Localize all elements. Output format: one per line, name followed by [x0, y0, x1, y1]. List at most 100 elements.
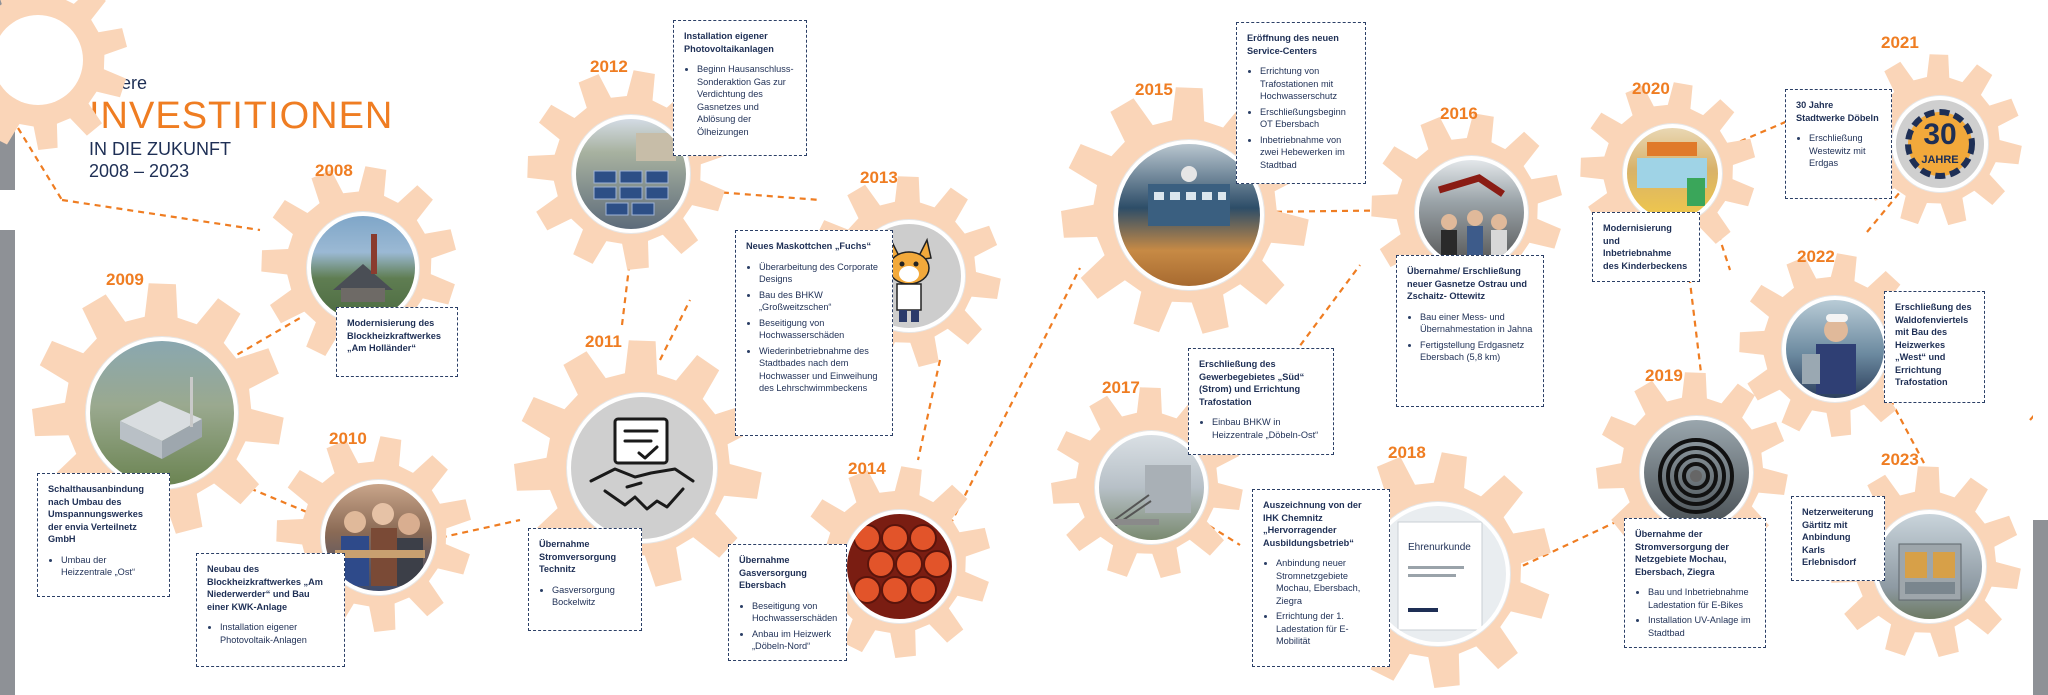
- right-edge-bar: [2033, 0, 2048, 695]
- info-box-bullet: Gasversorgung Bockelwitz: [552, 584, 631, 609]
- info-box-2022: Erschließung des Waldofenviertels mit Ba…: [1884, 291, 1985, 403]
- info-box-2011-heading: Übernahme Stromversorgung Technitz: [539, 539, 617, 574]
- info-box-2011: Übernahme Stromversorgung TechnitzGasver…: [528, 528, 642, 631]
- year-2012: 2012: [590, 57, 628, 76]
- connector-line: [1199, 519, 1241, 546]
- info-box-2017-heading: Erschließung des Gewerbegebietes „Süd“ (…: [1199, 359, 1305, 407]
- year-2010: 2010: [329, 429, 367, 448]
- info-box-2019-heading: Übernahme der Stromversorgung der Netzge…: [1635, 529, 1729, 577]
- info-box-2011-list: Gasversorgung Bockelwitz: [539, 584, 631, 609]
- info-box-2021-heading: 30 Jahre Stadtwerke Döbeln: [1796, 100, 1879, 123]
- info-box-2022-heading: Erschließung des Waldofenviertels mit Ba…: [1895, 302, 1972, 387]
- photo-2014-pipes: [843, 510, 956, 623]
- info-box-2008-heading: Modernisierung des Blockheizkraftwerkes …: [347, 318, 441, 353]
- badge-number: 30: [1923, 118, 1957, 151]
- info-box-2014: Übernahme Gasversorgung EbersbachBeseiti…: [728, 544, 847, 661]
- info-box-2014-list: Beseitigung von HochwasserschädenAnbau i…: [739, 600, 837, 653]
- photo-2018-certificate: Ehrenurkunde: [1366, 502, 1510, 646]
- year-2014: 2014: [848, 459, 886, 478]
- photo-2011-handshake: [567, 393, 717, 543]
- info-box-bullet: Beginn Hausanschluss-Sonderaktion Gas zu…: [697, 63, 796, 138]
- info-box-2009-list: Umbau der Heizzentrale „Ost“: [48, 554, 159, 579]
- info-box-2017: Erschließung des Gewerbegebietes „Süd“ (…: [1188, 348, 1334, 455]
- info-box-bullet: Fertigstellung Erdgasnetz Ebersbach (5,8…: [1420, 339, 1533, 364]
- title-line-investitionen: INVESTITIONEN: [89, 95, 394, 137]
- year-2020: 2020: [1632, 79, 1670, 98]
- photo-2021-anniversary-badge: 30 JAHRE: [1892, 96, 1988, 192]
- photo-2009-substation: [86, 337, 238, 489]
- info-box-bullet: Bau und Inbetriebnahme Ladestation für E…: [1648, 586, 1755, 611]
- connector-line: [916, 359, 942, 461]
- info-box-2016-list: Bau einer Mess- und Übernahmestation in …: [1407, 311, 1533, 364]
- connector-line: [659, 299, 691, 361]
- info-box-2013: Neues Maskottchen „Fuchs“ Überarbeitung d…: [735, 230, 893, 436]
- year-2022: 2022: [1797, 247, 1835, 266]
- page-title: Unsere INVESTITIONEN IN DIE ZUKUNFT 2008…: [89, 72, 393, 182]
- photo-2023-charging-cabinet: [1873, 510, 1986, 623]
- left-edge-bar: [0, 0, 15, 695]
- info-box-2018-heading: Auszeichnung von der IHK Chemnitz „Hervo…: [1263, 500, 1362, 548]
- info-box-2010-list: Installation eigener Photovoltaik-Anlage…: [207, 621, 334, 646]
- info-box-2021: 30 Jahre Stadtwerke DöbelnErschließung W…: [1785, 89, 1892, 199]
- info-box-2023: Netzerweiterung Gärtitz mit Anbindung Ka…: [1791, 496, 1885, 581]
- info-box-2012-heading: Installation eigener Photovoltaikanlagen: [684, 31, 774, 54]
- photo-2020-kids-pool: [1623, 124, 1722, 223]
- connector-line: [227, 317, 301, 361]
- info-box-bullet: Inbetriebnahme von zwei Hebewerken im St…: [1260, 134, 1355, 172]
- info-box-2018-list: Anbindung neuer Stromnetzgebiete Mochau,…: [1263, 557, 1379, 648]
- year-2019: 2019: [1645, 366, 1683, 385]
- photo-2022-engineer: [1782, 296, 1888, 402]
- info-box-bullet: Beseitigung von Hochwasserschäden: [752, 600, 837, 625]
- info-box-2015-heading: Eröffnung des neuen Service-Centers: [1247, 33, 1339, 56]
- info-box-bullet: Erschließungsbeginn OT Ebersbach: [1260, 106, 1355, 131]
- info-box-bullet: Anbau im Heizwerk „Döbeln-Nord“: [752, 628, 836, 653]
- year-2017: 2017: [1102, 378, 1140, 397]
- info-box-2020: Modernisierung und Inbetriebnahme des Ki…: [1592, 212, 1700, 282]
- info-box-2014-heading: Übernahme Gasversorgung Ebersbach: [739, 555, 807, 590]
- info-box-bullet: Wiederinbetriebnahme des Stadtbades nach…: [759, 345, 882, 395]
- year-2009: 2009: [106, 270, 144, 289]
- year-2016: 2016: [1440, 104, 1478, 123]
- info-box-2015: Eröffnung des neuen Service-CentersErric…: [1236, 22, 1366, 184]
- info-box-2017-list: Einbau BHKW in Heizzentrale „Döbeln-Ost“: [1199, 416, 1323, 441]
- year-2013: 2013: [860, 168, 898, 187]
- year-2015: 2015: [1135, 80, 1173, 99]
- info-box-2008: Modernisierung des Blockheizkraftwerkes …: [336, 307, 458, 377]
- info-box-2020-heading: Modernisierung und Inbetriebnahme des Ki…: [1603, 223, 1688, 271]
- gear-shape: [0, 0, 130, 152]
- info-box-bullet: Überarbeitung des Corporate Designs: [759, 261, 882, 286]
- info-box-bullet: Anbindung neuer Stromnetzgebiete Mochau,…: [1276, 557, 1379, 607]
- info-box-2021-list: Erschließung Westewitz mit Erdgas: [1796, 132, 1881, 170]
- info-box-2009-heading: Schalthausanbindung nach Umbau des Umspa…: [48, 484, 144, 544]
- connector-line: [61, 198, 261, 232]
- info-box-bullet: Umbau der Heizzentrale „Ost“: [61, 554, 159, 579]
- title-line-years: 2008 – 2023: [89, 161, 190, 181]
- connector-line: [1713, 223, 1732, 271]
- info-box-2013-heading: Neues Maskottchen „Fuchs“: [746, 241, 872, 251]
- photo-2019-cable-drums: [1640, 416, 1753, 529]
- info-box-bullet: Bau des BHKW „Großweitzschen“: [759, 289, 882, 314]
- connector-line: [1253, 208, 1421, 214]
- certificate-label: Ehrenurkunde: [1408, 542, 1471, 553]
- info-box-2018: Auszeichnung von der IHK Chemnitz „Hervo…: [1252, 489, 1390, 667]
- info-box-2019: Übernahme der Stromversorgung der Netzge…: [1624, 518, 1766, 648]
- info-box-2013-list: Überarbeitung des Corporate DesignsBau d…: [746, 261, 882, 395]
- info-box-2009: Schalthausanbindung nach Umbau des Umspa…: [37, 473, 170, 597]
- badge-label: JAHRE: [1921, 154, 1959, 166]
- info-box-bullet: Errichtung von Trafostationen mit Hochwa…: [1260, 65, 1355, 103]
- info-box-2012: Installation eigener Photovoltaikanlagen…: [673, 20, 807, 156]
- year-2018: 2018: [1388, 443, 1426, 462]
- photo-2016-gas-network: [1415, 156, 1528, 269]
- year-2008: 2008: [315, 161, 353, 180]
- info-box-bullet: Beseitigung von Hochwasserschäden: [759, 317, 882, 342]
- connector-line: [949, 267, 1081, 526]
- info-box-2016-heading: Übernahme/ Erschließung neuer Gasnetze O…: [1407, 266, 1527, 301]
- info-box-bullet: Erschließung Westewitz mit Erdgas: [1809, 132, 1881, 170]
- info-box-bullet: Bau einer Mess- und Übernahmestation in …: [1420, 311, 1533, 336]
- info-box-2019-list: Bau und Inbetriebnahme Ladestation für E…: [1635, 586, 1755, 639]
- info-box-bullet: Installation UV-Anlage im Stadtbad: [1648, 614, 1755, 639]
- year-2021: 2021: [1881, 33, 1919, 52]
- info-box-2015-list: Errichtung von Trafostationen mit Hochwa…: [1247, 65, 1355, 171]
- info-box-2010: Neubau des Blockheizkraftwerkes „Am Nied…: [196, 553, 345, 667]
- info-box-2023-heading: Netzerweiterung Gärtitz mit Anbindung Ka…: [1802, 507, 1874, 567]
